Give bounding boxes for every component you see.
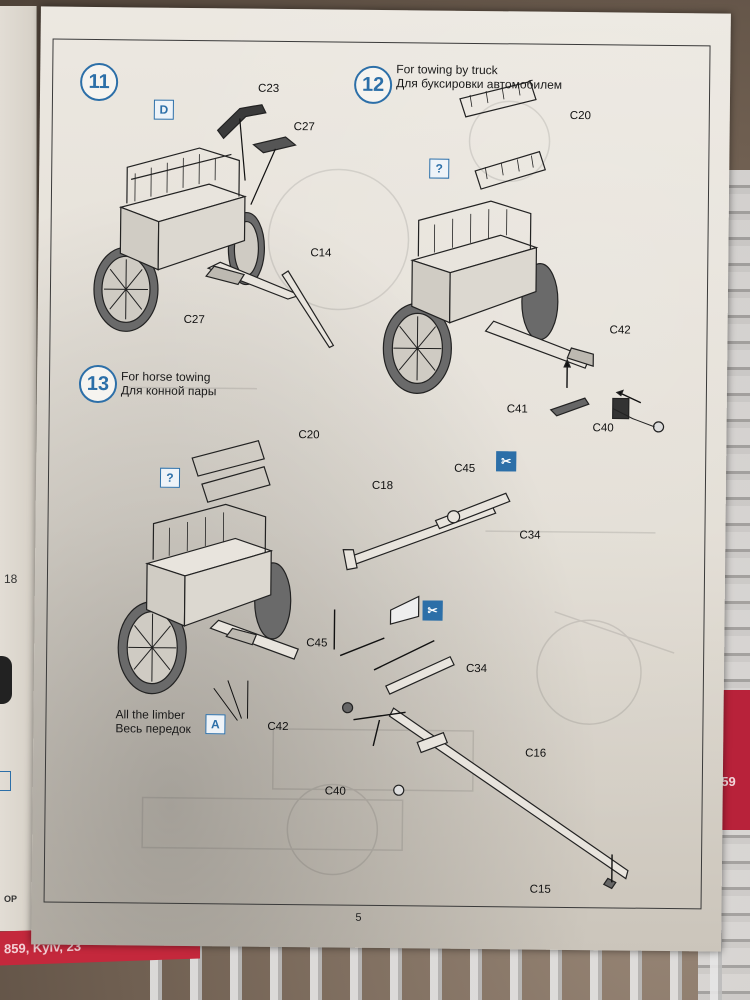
assembly-diagram: [93, 80, 675, 890]
label-c40-step13: C40: [324, 785, 346, 798]
page-number: 5: [355, 911, 362, 924]
step-11-number: 11: [79, 62, 119, 102]
badge-d: D: [153, 99, 174, 120]
step-13-note-ru: Для конной пары: [120, 383, 217, 399]
label-c20-step12: C20: [569, 109, 591, 123]
instruction-page: 11 12 13 For towing by truck Для буксиро…: [31, 6, 731, 952]
label-c14: C14: [310, 247, 332, 260]
label-c42-step12: C42: [609, 324, 631, 337]
label-c41: C41: [506, 403, 528, 416]
label-c15: C15: [529, 883, 551, 896]
step-12-number: 12: [353, 65, 393, 105]
glue-icon: ✂: [422, 600, 443, 621]
limber-note-ru: Весь передок: [115, 721, 191, 737]
label-c42-step13: C42: [267, 720, 289, 734]
limber-note-en: All the limber: [115, 707, 185, 722]
label-c16: C16: [525, 747, 547, 760]
badge-a: A: [205, 714, 226, 735]
badge-question-step-13: ?: [159, 467, 181, 488]
label-c20-step13: C20: [298, 429, 320, 442]
label-c27-top: C27: [293, 121, 315, 134]
badge-question-step-12: ?: [429, 158, 450, 179]
glue-icon: ✂: [496, 451, 517, 472]
step-13-number: 13: [78, 364, 118, 404]
label-c18: C18: [371, 479, 394, 493]
label-c34-top: C34: [519, 529, 541, 542]
step-12-note: For towing by truck Для буксировки автом…: [396, 62, 562, 92]
step-13-drawing: [117, 439, 629, 890]
left-page-wheel-fragment: [0, 656, 12, 704]
limber-note: All the limber Весь передок: [115, 707, 191, 736]
step-12-drawing: [382, 80, 665, 433]
step-11-drawing: [93, 104, 335, 349]
label-c34-mid: C34: [465, 662, 488, 676]
label-c40-step12: C40: [592, 422, 614, 435]
left-page-footer: OP: [4, 894, 18, 904]
step-13-note-en: For horse towing: [120, 369, 211, 385]
step-13-note: For horse towing Для конной пары: [121, 369, 217, 398]
label-c27-bottom: C27: [183, 313, 205, 327]
label-c45-mid: C45: [306, 637, 328, 650]
left-page-badge: [0, 771, 11, 791]
previous-page: 18 OP: [0, 6, 37, 931]
left-page-label: 18: [4, 572, 18, 586]
label-c23: C23: [258, 82, 280, 95]
label-c45-top: C45: [454, 462, 476, 475]
step-12-note-ru: Для буксировки автомобилем: [396, 76, 563, 92]
